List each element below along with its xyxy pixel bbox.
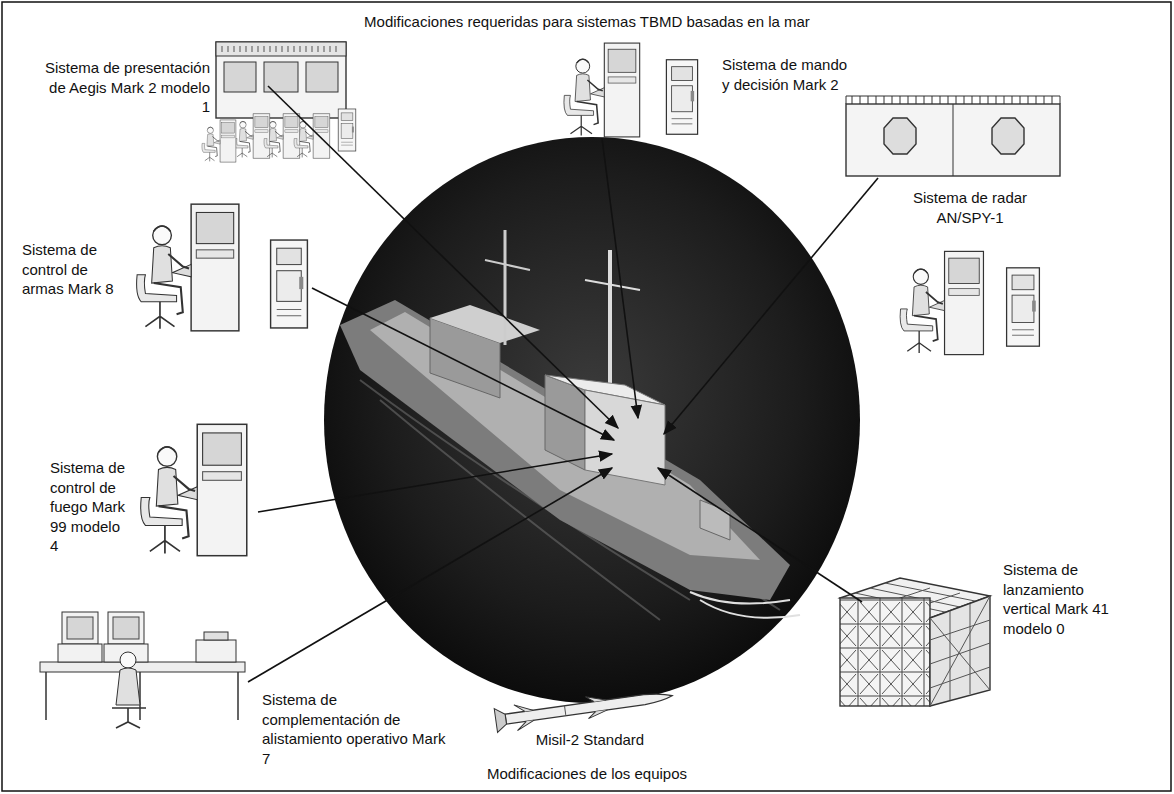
- command-console: [564, 43, 640, 137]
- system-label: Misil-2 Standard: [495, 730, 685, 750]
- leader-arrow: [312, 288, 614, 440]
- system-label: Sistema de lanzamiento vertical Mark 41 …: [1003, 560, 1115, 638]
- leader-arrow: [268, 86, 618, 428]
- system-label: Sistema de control de fuego Mark 99 mode…: [50, 458, 132, 556]
- radar-deckhouse: [846, 96, 1060, 176]
- leader-arrow: [658, 468, 862, 602]
- missile-illustration: [494, 683, 674, 734]
- weapons-cabinet: [271, 240, 308, 328]
- leader-arrow: [602, 138, 638, 418]
- system-label: Sistema de control de armas Mark 8: [22, 240, 117, 299]
- leader-arrow: [664, 178, 878, 434]
- fire-control-console: [141, 424, 247, 555]
- system-label: Sistema de complementación de alistamien…: [262, 690, 446, 768]
- aegis-display-illustration: [202, 42, 356, 162]
- radar-console: [900, 251, 983, 354]
- system-label: Modificaciones de los equipos: [437, 764, 737, 784]
- radar-cabinet: [1007, 268, 1040, 346]
- leader-arrows: [248, 86, 878, 682]
- system-label: Sistema de mando y decisión Mark 2: [722, 55, 850, 94]
- leader-arrow: [248, 468, 612, 682]
- weapons-console: [137, 204, 239, 331]
- diagram-title: Modificaciones requeridas para sistemas …: [0, 12, 1174, 32]
- ship-photo: [324, 137, 860, 703]
- system-label: Sistema de radar AN/SPY-1: [895, 188, 1045, 227]
- leader-arrow: [258, 454, 612, 512]
- command-cabinet: [666, 60, 697, 135]
- vertical-launcher: [840, 578, 990, 706]
- computer-desk: [40, 612, 245, 728]
- system-label: Sistema de presentación de Aegis Mark 2 …: [38, 58, 210, 117]
